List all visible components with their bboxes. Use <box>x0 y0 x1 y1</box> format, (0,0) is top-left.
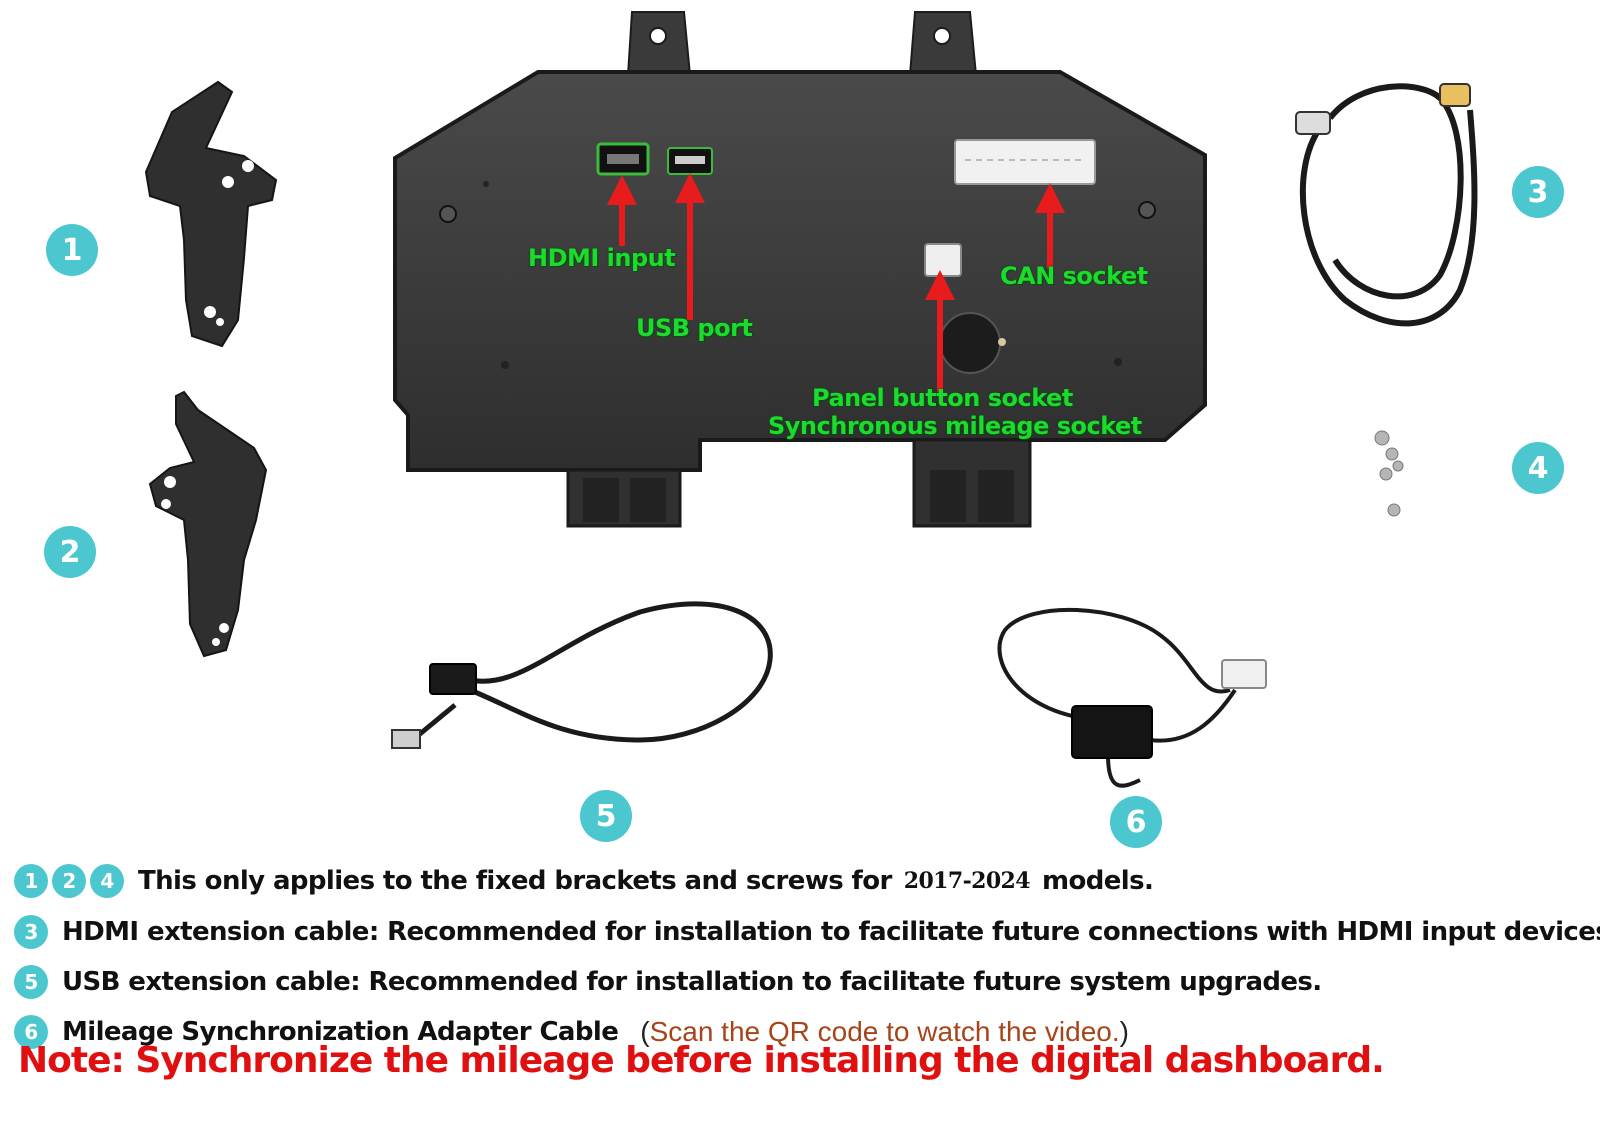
legend-text-usb: USB extension cable: Recommended for ins… <box>62 967 1322 997</box>
legend-badge-1: 1 <box>14 864 48 898</box>
callout-hdmi-input: HDMI input <box>528 244 676 272</box>
legend-line-hdmi: 3 HDMI extension cable: Recommended for … <box>0 908 1600 956</box>
badge-2: 2 <box>44 526 96 578</box>
badge-3: 3 <box>1512 166 1564 218</box>
qr-hint-close: ) <box>1119 1016 1129 1047</box>
badge-4: 4 <box>1512 442 1564 494</box>
legend-years: 2017-2024 <box>903 868 1031 894</box>
mileage-note: Note: Synchronize the mileage before ins… <box>18 1040 1385 1081</box>
dashboard-housing <box>393 11 1207 528</box>
legend-badge-4: 4 <box>90 864 124 898</box>
legend-line-adapter: 6 Mileage Synchronization Adapter Cable … <box>0 1008 1600 1056</box>
legend-badge-3: 3 <box>14 915 48 949</box>
callout-can-socket: CAN socket <box>1000 262 1148 290</box>
badge-6: 6 <box>1110 796 1162 848</box>
hdmi-cable-shape <box>1295 83 1478 327</box>
bracket-1-shape <box>144 80 278 348</box>
badge-1: 1 <box>46 224 98 276</box>
screws-shape <box>1374 430 1404 517</box>
callout-sync-mileage: Synchronous mileage socket <box>768 412 1142 440</box>
legend-line-usb: 5 USB extension cable: Recommended for i… <box>0 958 1600 1006</box>
qr-hint-open: ( <box>640 1016 650 1047</box>
qr-hint: (Scan the QR code to watch the video.) <box>640 1016 1129 1048</box>
callout-panel-button: Panel button socket <box>812 384 1073 412</box>
badge-5: 5 <box>580 790 632 842</box>
qr-hint-text: Scan the QR code to watch the video. <box>649 1016 1120 1047</box>
legend-text-brackets: This only applies to the fixed brackets … <box>138 866 892 896</box>
legend-text-hdmi: HDMI extension cable: Recommended for in… <box>62 917 1600 947</box>
usb-cable-shape <box>391 601 773 749</box>
adapter-cable-shape <box>997 607 1267 788</box>
legend-text-models: models. <box>1041 866 1154 896</box>
legend-badge-2: 2 <box>52 864 86 898</box>
callout-usb-port: USB port <box>636 314 753 342</box>
bracket-2-shape <box>148 390 268 658</box>
legend-badge-6: 6 <box>14 1015 48 1049</box>
pointer-arrows <box>607 173 1065 392</box>
legend-line-brackets: 1 2 4 This only applies to the fixed bra… <box>0 857 1600 905</box>
legend-badge-5: 5 <box>14 965 48 999</box>
legend-text-adapter: Mileage Synchronization Adapter Cable <box>62 1017 619 1047</box>
